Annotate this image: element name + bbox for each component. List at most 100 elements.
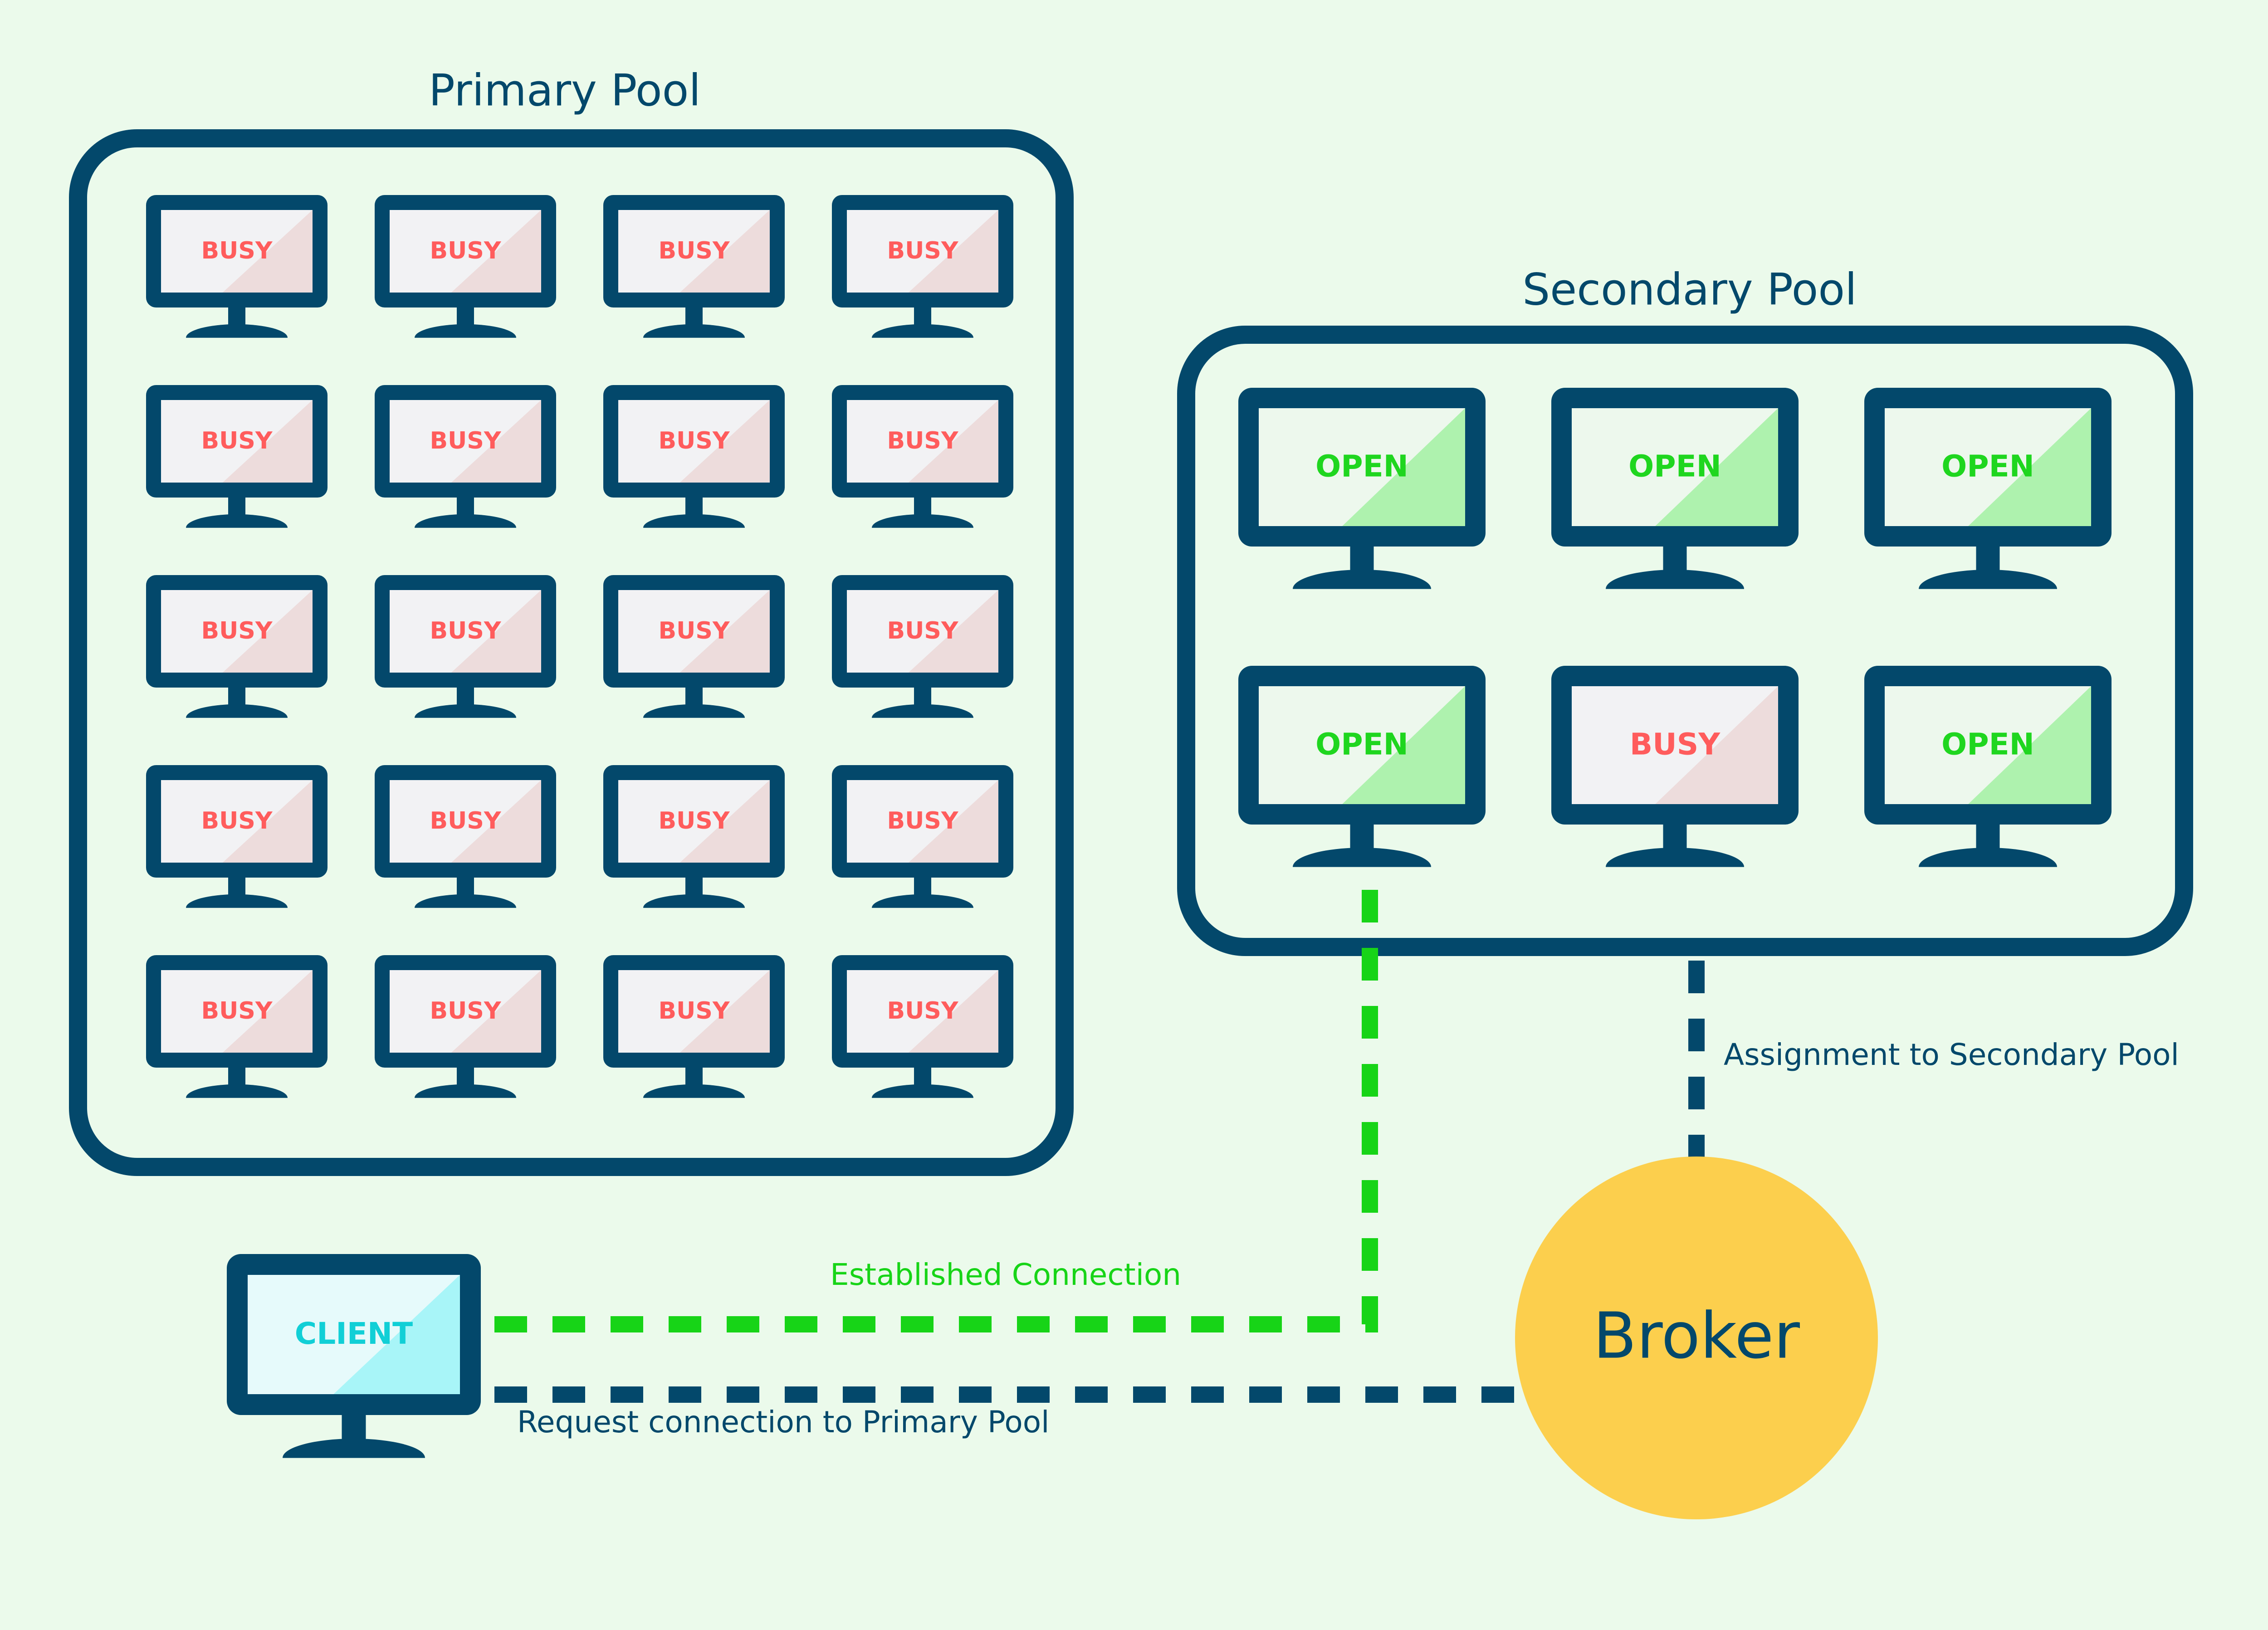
client-monitor[interactable]: CLIENT	[227, 1254, 481, 1458]
monitor-screen-gloss	[679, 210, 770, 293]
monitor[interactable]: BUSY	[603, 195, 785, 338]
monitor-base	[186, 704, 288, 718]
monitor-screen-gloss	[679, 970, 770, 1053]
monitor[interactable]: BUSY	[375, 955, 556, 1098]
client-monitor[interactable]: CLIENT	[227, 1254, 481, 1458]
monitor-base	[872, 1084, 973, 1098]
monitor-screen-gloss	[908, 400, 998, 483]
monitor-status-label: BUSY	[887, 617, 959, 644]
monitor-base	[415, 894, 516, 908]
monitor-status-label: BUSY	[659, 237, 730, 264]
monitor-status-label: BUSY	[887, 997, 959, 1025]
monitor-base	[643, 1084, 745, 1098]
monitor-status-label: BUSY	[887, 237, 959, 264]
monitor[interactable]: BUSY	[375, 195, 556, 338]
monitor[interactable]: BUSY	[832, 575, 1013, 718]
broker-node[interactable]: Broker	[1515, 1157, 1878, 1519]
monitor-screen-gloss	[451, 210, 541, 293]
monitor-screen-gloss	[222, 970, 313, 1053]
monitor[interactable]: OPEN	[1864, 666, 2112, 867]
monitor-base	[415, 704, 516, 718]
monitor-base	[415, 324, 516, 338]
monitor-screen-gloss	[451, 780, 541, 863]
monitor[interactable]: BUSY	[146, 955, 327, 1098]
monitor-base	[1919, 570, 2057, 589]
monitor-status-label: BUSY	[659, 617, 730, 644]
monitor-screen-gloss	[1655, 686, 1778, 804]
monitor-base	[415, 1084, 516, 1098]
request-connection-label: Request connection to Primary Pool	[517, 1405, 1050, 1440]
monitor[interactable]: BUSY	[832, 955, 1013, 1098]
secondary-pool-title: Secondary Pool	[1522, 264, 1857, 315]
monitor-base	[1606, 570, 1744, 589]
monitor-base	[872, 514, 973, 528]
monitor-base	[186, 1084, 288, 1098]
monitor-status-label: BUSY	[201, 427, 273, 454]
monitor-screen-gloss	[679, 780, 770, 863]
monitor[interactable]: BUSY	[832, 385, 1013, 528]
monitor-status-label: BUSY	[430, 997, 502, 1025]
broker-label: Broker	[1593, 1299, 1800, 1373]
monitor-screen-gloss	[333, 1275, 460, 1394]
monitor-screen-gloss	[1342, 408, 1465, 526]
monitor-screen-gloss	[1968, 408, 2091, 526]
monitor-screen-gloss	[222, 400, 313, 483]
assignment-connection-label: Assignment to Secondary Pool	[1724, 1037, 2179, 1072]
monitor-status-label: OPEN	[1315, 727, 1408, 762]
monitor[interactable]: BUSY	[1551, 666, 1799, 867]
monitor[interactable]: OPEN	[1238, 666, 1486, 867]
monitor-status-label: BUSY	[201, 617, 273, 644]
monitor-base	[1293, 848, 1431, 867]
monitor-status-label: BUSY	[430, 617, 502, 644]
monitor-screen-gloss	[1968, 686, 2091, 804]
monitor-screen-gloss	[451, 400, 541, 483]
monitor[interactable]: BUSY	[832, 195, 1013, 338]
monitor[interactable]: BUSY	[375, 385, 556, 528]
monitor-base	[1606, 848, 1744, 867]
broker-circle[interactable]	[1515, 1157, 1878, 1519]
monitor[interactable]: BUSY	[146, 575, 327, 718]
monitor-status-label: OPEN	[1315, 449, 1408, 484]
monitor[interactable]: BUSY	[146, 195, 327, 338]
monitor-base	[1293, 570, 1431, 589]
monitor-status-label: BUSY	[659, 427, 730, 454]
monitor[interactable]: BUSY	[832, 765, 1013, 908]
monitor[interactable]: BUSY	[146, 765, 327, 908]
monitor[interactable]: BUSY	[146, 385, 327, 528]
monitor-base	[872, 894, 973, 908]
monitor-base	[186, 324, 288, 338]
monitor-status-label: BUSY	[430, 427, 502, 454]
monitor-base	[643, 324, 745, 338]
monitor[interactable]: BUSY	[603, 385, 785, 528]
monitor-screen-gloss	[1655, 408, 1778, 526]
monitor-status-label: BUSY	[659, 997, 730, 1025]
secondary-pool-monitor-grid: OPEN OPEN OPEN OPEN BUSY OPEN	[1238, 388, 2112, 867]
primary-pool-container	[69, 129, 1074, 1176]
monitor[interactable]: BUSY	[375, 575, 556, 718]
established-connection-label: Established Connection	[830, 1257, 1181, 1292]
monitor[interactable]: BUSY	[603, 765, 785, 908]
monitor[interactable]: BUSY	[603, 955, 785, 1098]
monitor[interactable]: OPEN	[1238, 388, 1486, 589]
monitor-status-label: BUSY	[887, 807, 959, 835]
monitor-screen-gloss	[679, 400, 770, 483]
monitor-status-label: OPEN	[1941, 449, 2034, 484]
connection-lines: Established Connection Request connectio…	[494, 875, 2179, 1440]
monitor-screen-gloss	[222, 780, 313, 863]
monitor[interactable]: BUSY	[375, 765, 556, 908]
monitor-base	[415, 514, 516, 528]
secondary-pool-group: Secondary Pool OPEN OPEN OPEN OPEN BUSY OPEN	[1177, 264, 2193, 956]
monitor[interactable]: BUSY	[603, 575, 785, 718]
monitor-status-label: BUSY	[659, 807, 730, 835]
monitor-base	[643, 514, 745, 528]
monitor-base	[643, 704, 745, 718]
monitor[interactable]: OPEN	[1864, 388, 2112, 589]
monitor-status-label: BUSY	[201, 807, 273, 835]
monitor-screen-gloss	[222, 210, 313, 293]
monitor-status-label: BUSY	[201, 237, 273, 264]
monitor[interactable]: OPEN	[1551, 388, 1799, 589]
monitor-status-label: OPEN	[1628, 449, 1721, 484]
monitor-status-label: CLIENT	[295, 1316, 413, 1351]
monitor-base	[186, 514, 288, 528]
